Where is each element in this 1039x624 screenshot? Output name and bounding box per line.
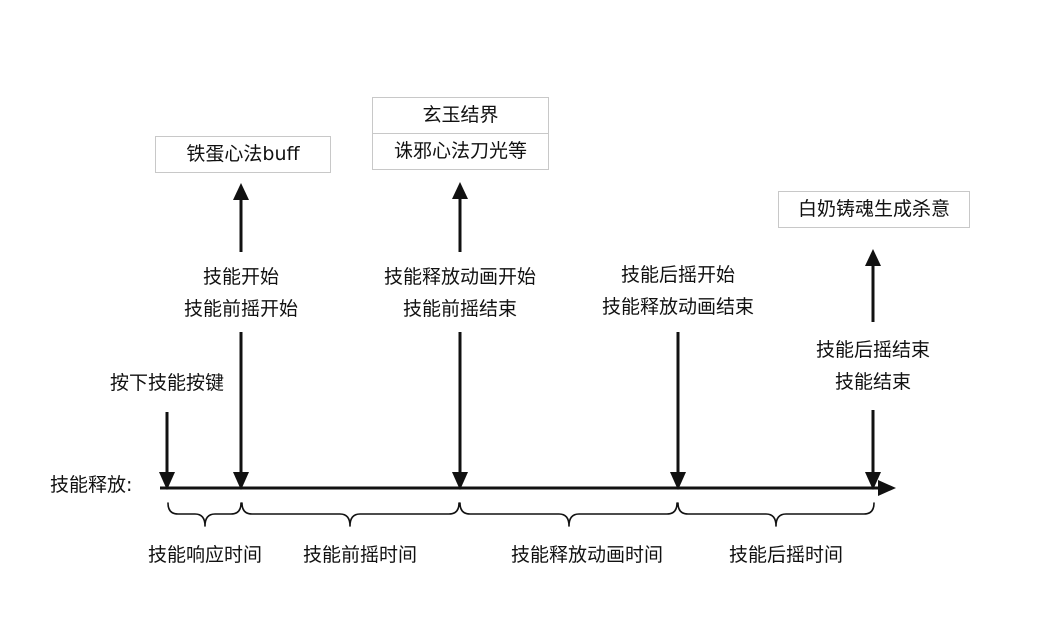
event-label-skill-end: 技能后摇结束 技能结束 xyxy=(773,334,973,398)
phase-label-backswing: 技能后摇时间 xyxy=(728,544,843,566)
event-arrowhead-skill-start xyxy=(233,472,249,490)
timeline-label: 技能释放: xyxy=(50,474,133,496)
effect-box-line: 白奶铸魂生成杀意 xyxy=(797,198,950,220)
event-label-line: 技能后摇开始 xyxy=(620,264,735,286)
event-label-press-key: 按下技能按键 xyxy=(67,367,267,399)
effect-arrowhead-tiedan xyxy=(233,183,249,200)
event-label-backswing-start: 技能后摇开始 技能释放动画结束 xyxy=(563,259,793,323)
event-arrowhead-skill-end xyxy=(865,472,881,490)
effect-arrowhead-bainai xyxy=(865,249,881,266)
event-label-line: 技能后摇结束 xyxy=(815,339,930,361)
event-label-skill-start: 技能开始 技能前摇开始 xyxy=(141,261,341,325)
brace-backswing-time xyxy=(677,502,875,527)
brace-response-time xyxy=(167,502,242,527)
effect-box-tiedan: 铁蛋心法buff xyxy=(155,136,331,173)
effect-box-line: 诛邪心法刀光等 xyxy=(373,133,548,169)
event-label-line: 技能释放动画结束 xyxy=(601,296,754,318)
event-label-line: 技能结束 xyxy=(834,371,911,393)
effect-arrowhead-xuanyu xyxy=(452,182,468,199)
timeline-arrowhead xyxy=(878,480,896,496)
brace-windup-time xyxy=(241,502,460,527)
effect-box-line: 玄玉结界 xyxy=(422,104,499,126)
event-arrowhead-press-key xyxy=(159,472,175,490)
event-arrowhead-animation-start xyxy=(452,472,468,490)
event-label-line: 技能前摇开始 xyxy=(183,298,298,320)
effect-box-line: 铁蛋心法buff xyxy=(186,143,300,165)
phase-label-windup: 技能前摇时间 xyxy=(302,544,417,566)
phase-label-animation: 技能释放动画时间 xyxy=(510,544,663,566)
event-label-line: 技能释放动画开始 xyxy=(383,266,536,288)
event-label-animation-start: 技能释放动画开始 技能前摇结束 xyxy=(345,261,575,325)
event-label-line: 按下技能按键 xyxy=(109,372,224,394)
brace-animation-time xyxy=(459,502,678,527)
phase-label-response: 技能响应时间 xyxy=(147,544,262,566)
event-arrowhead-backswing-start xyxy=(670,472,686,490)
effect-box-bainai: 白奶铸魂生成杀意 xyxy=(778,191,970,228)
effect-box-xuanyu: 玄玉结界 诛邪心法刀光等 xyxy=(372,97,549,170)
event-label-line: 技能开始 xyxy=(202,266,279,288)
event-label-line: 技能前摇结束 xyxy=(402,298,517,320)
